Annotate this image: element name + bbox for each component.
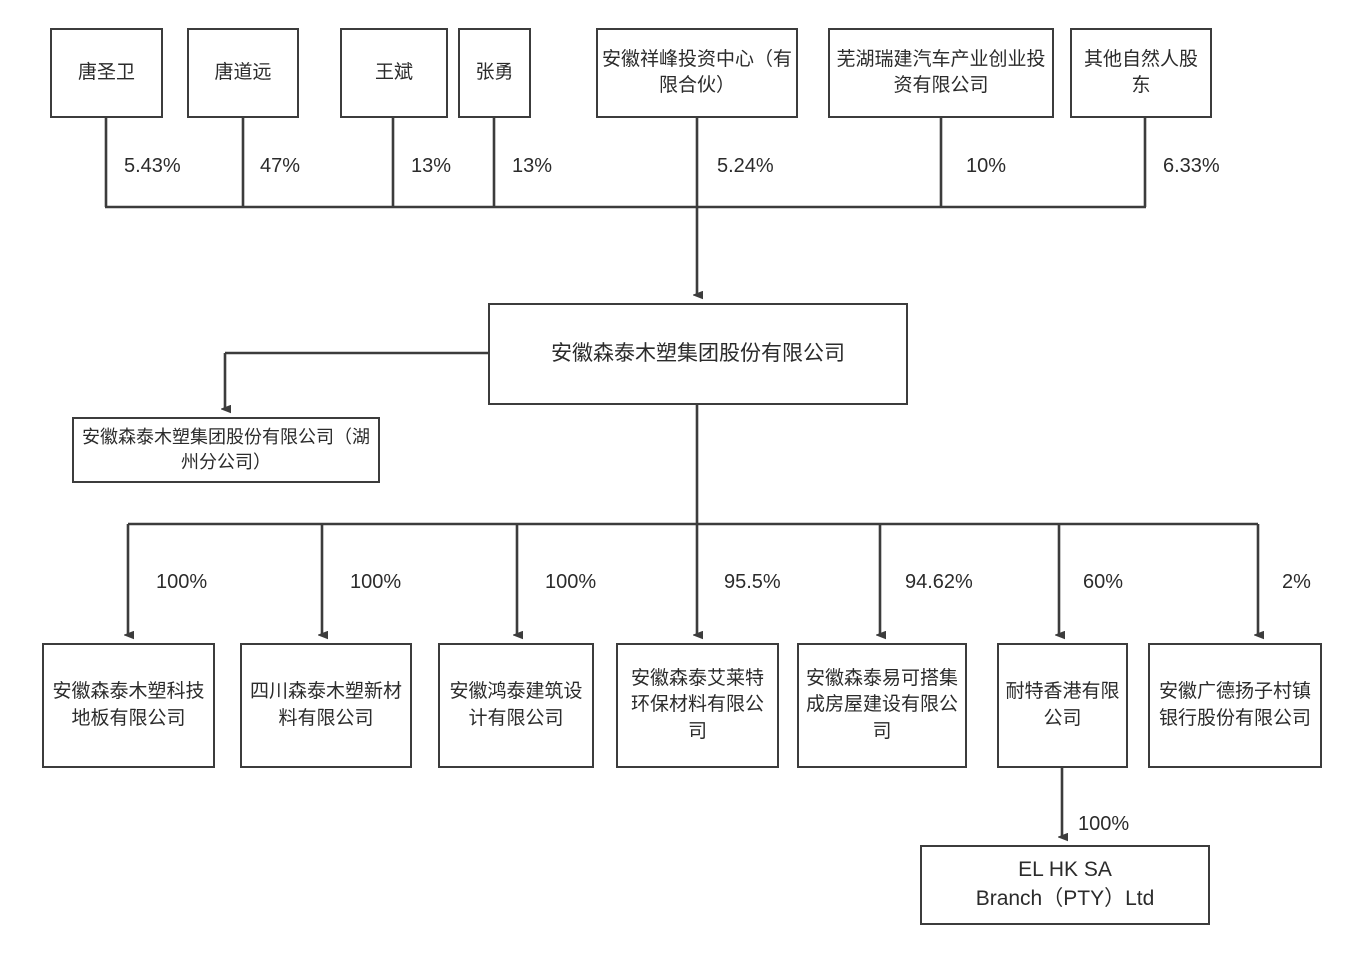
ownership-percent-shareholder-2: 47% — [260, 155, 301, 177]
parent-company-box[interactable]: 安徽森泰木塑集团股份有限公司 — [488, 303, 908, 405]
ownership-percent-subsidiary-7: 2% — [1282, 571, 1311, 593]
ownership-percent-shareholder-7: 6.33% — [1163, 155, 1220, 177]
subsidiary-box-2[interactable]: 四川森泰木塑新材料有限公司 — [240, 643, 412, 768]
shareholder-box-7[interactable]: 其他自然人股东 — [1070, 28, 1212, 118]
shareholder-box-4[interactable]: 张勇 — [458, 28, 531, 118]
shareholder-box-3[interactable]: 王斌 — [340, 28, 448, 118]
shareholder-box-2[interactable]: 唐道远 — [187, 28, 299, 118]
subsidiary-box-3[interactable]: 安徽鸿泰建筑设计有限公司 — [438, 643, 594, 768]
ownership-percent-shareholder-1: 5.43% — [124, 155, 181, 177]
ownership-percent-grandchild: 100% — [1078, 813, 1130, 835]
ownership-percent-subsidiary-4: 95.5% — [724, 571, 781, 593]
ownership-percent-shareholder-4: 13% — [512, 155, 553, 177]
subsidiary-box-7[interactable]: 安徽广德扬子村镇银行股份有限公司 — [1148, 643, 1322, 768]
ownership-percent-subsidiary-3: 100% — [545, 571, 597, 593]
subsidiary-box-4[interactable]: 安徽森泰艾莱特环保材料有限公司 — [616, 643, 779, 768]
ownership-percent-subsidiary-1: 100% — [156, 571, 208, 593]
ownership-percent-shareholder-5: 5.24% — [717, 155, 774, 177]
ownership-percent-shareholder-6: 10% — [966, 155, 1007, 177]
subsidiary-box-1[interactable]: 安徽森泰木塑科技地板有限公司 — [42, 643, 215, 768]
subsidiary-box-6[interactable]: 耐特香港有限公司 — [997, 643, 1128, 768]
shareholder-box-6[interactable]: 芜湖瑞建汽车产业创业投资有限公司 — [828, 28, 1054, 118]
ownership-percent-subsidiary-6: 60% — [1083, 571, 1124, 593]
subsidiary-box-5[interactable]: 安徽森泰易可搭集成房屋建设有限公司 — [797, 643, 967, 768]
branch-company-box[interactable]: 安徽森泰木塑集团股份有限公司（湖州分公司） — [72, 417, 380, 483]
shareholder-box-1[interactable]: 唐圣卫 — [50, 28, 163, 118]
ownership-percent-shareholder-3: 13% — [411, 155, 452, 177]
ownership-percent-subsidiary-5: 94.62% — [905, 571, 973, 593]
ownership-percent-subsidiary-2: 100% — [350, 571, 402, 593]
grandchild-company-box[interactable]: EL HK SA Branch（PTY）Ltd — [920, 845, 1210, 925]
shareholder-box-5[interactable]: 安徽祥峰投资中心（有限合伙） — [596, 28, 798, 118]
